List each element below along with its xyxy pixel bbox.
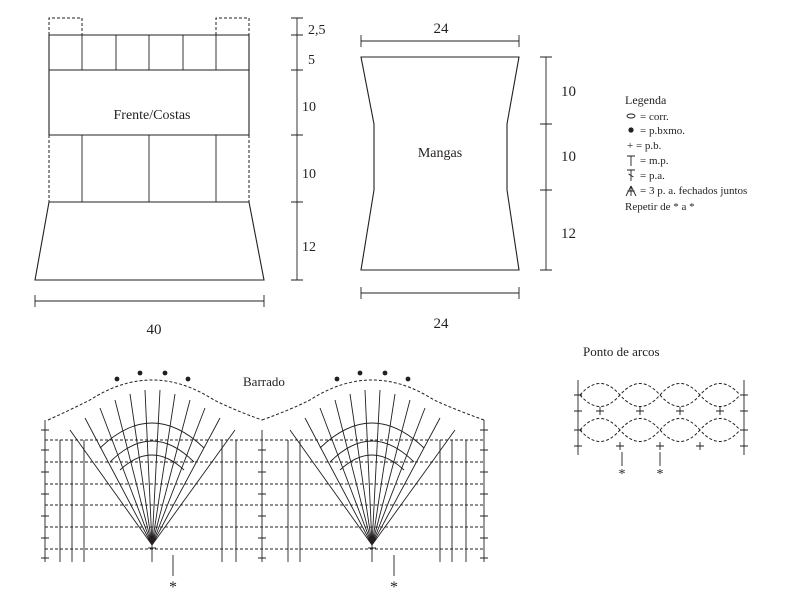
front-back-label: Frente/Costas	[114, 108, 191, 123]
legend-item-slip: = p.bxmo.	[640, 125, 685, 137]
border-edge-stitches	[41, 420, 488, 562]
front-skirt-shape	[34, 201, 265, 281]
front-back-schematic: Frente/Costas 2,5 5 10 10 12 40	[34, 17, 326, 338]
double-crochet-icon	[627, 169, 635, 181]
sleeves-schematic: 24 Mangas 10 10 12 24	[360, 21, 576, 332]
three-dc-together-icon	[625, 185, 637, 197]
legend-item-hdc: = m.p.	[640, 155, 669, 167]
front-height-3: 10	[302, 100, 316, 115]
legend-item-chain: = corr.	[640, 111, 669, 123]
sleeves-label: Mangas	[418, 146, 462, 161]
front-shoulder-right-dashed	[215, 17, 250, 35]
chain-oval-icon	[626, 113, 636, 119]
half-double-crochet-icon	[627, 155, 635, 166]
arches-chart: Ponto de arcos * *	[574, 344, 748, 482]
arches-rows	[574, 380, 748, 455]
arches-repeat-mark-right: *	[657, 467, 664, 482]
slip-stitch-dot-icon	[628, 127, 634, 133]
border-fan-right	[261, 370, 485, 562]
legend-item-dc: = p.a.	[640, 170, 665, 182]
sleeve-height-1: 10	[561, 84, 576, 100]
legend-item-3dc: = 3 p. a. fechados juntos	[640, 185, 747, 197]
border-repeat-mark-left: *	[169, 579, 177, 596]
front-height-2: 5	[308, 53, 315, 68]
arches-repeat-mark-left: *	[619, 467, 626, 482]
sleeve-bottom-width: 24	[434, 316, 450, 332]
border-chart: Barrado	[41, 370, 488, 596]
front-height-1: 2,5	[308, 23, 326, 38]
border-repeat-mark-right: *	[390, 579, 398, 596]
arches-chart-title: Ponto de arcos	[583, 344, 660, 359]
sleeve-top-width: 24	[434, 21, 450, 37]
border-rows	[45, 439, 485, 550]
front-height-4: 10	[302, 167, 316, 182]
border-chart-title: Barrado	[243, 374, 285, 389]
front-shoulder-left-dashed	[48, 17, 83, 35]
sleeve-shape	[360, 56, 520, 271]
legend-repeat-note: Repetir de * a *	[625, 201, 695, 213]
legend-title: Legenda	[625, 93, 667, 107]
front-width-label: 40	[147, 322, 162, 338]
front-height-5: 12	[302, 240, 316, 255]
legend: Legenda = corr. = p.bxmo. + = p.b. = m.p…	[625, 93, 747, 213]
sleeve-height-3: 12	[561, 226, 576, 242]
legend-item-single: + = p.b.	[627, 140, 662, 152]
border-fan-left	[47, 370, 263, 562]
sleeve-height-2: 10	[561, 149, 576, 165]
